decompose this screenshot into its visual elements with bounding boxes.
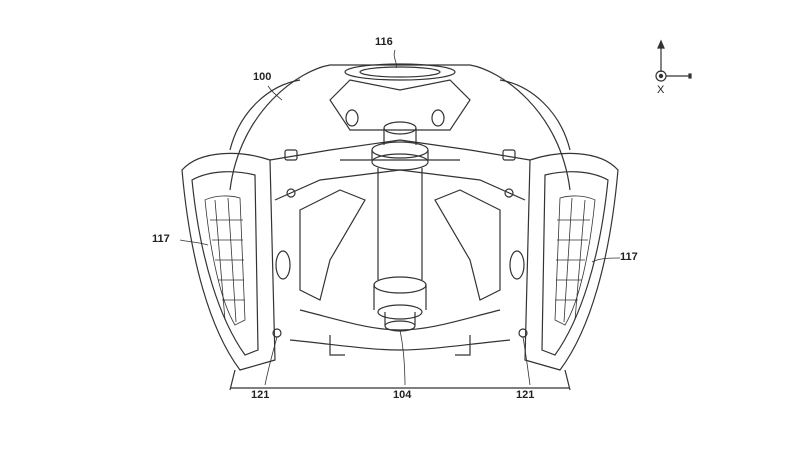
axis-indicator [655, 39, 692, 82]
brackets [272, 188, 528, 356]
label-117-right: 117 [620, 251, 638, 263]
label-116: 116 [375, 36, 393, 48]
shaft-assembly [371, 121, 429, 332]
vent-grille-right [554, 195, 596, 326]
label-121-left: 121 [251, 389, 270, 401]
label-104: 104 [393, 389, 412, 401]
label-121-right: 121 [516, 389, 535, 401]
inner-frame [269, 63, 531, 351]
vent-grille-left [204, 195, 246, 326]
label-117-left: 117 [152, 233, 170, 245]
leader-lines [179, 49, 621, 386]
label-100: 100 [253, 71, 272, 83]
axis-x-label: X [657, 84, 665, 96]
outer-body [181, 64, 619, 391]
